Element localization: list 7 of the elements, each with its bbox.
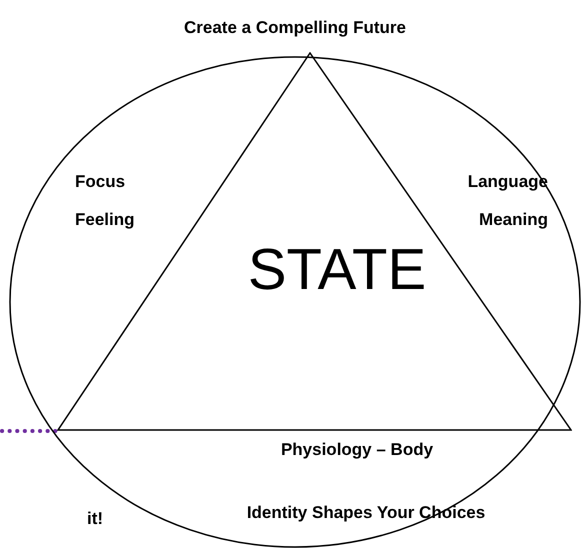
heading-text: Create a Compelling Future	[183, 17, 407, 39]
dotted-line	[0, 429, 60, 433]
note-text: it!	[87, 508, 104, 530]
center-text: STATE	[246, 236, 428, 304]
side-text: Focus Feeling	[75, 171, 136, 231]
side-text: Physiology – Body	[280, 439, 434, 461]
triangle	[57, 52, 572, 432]
